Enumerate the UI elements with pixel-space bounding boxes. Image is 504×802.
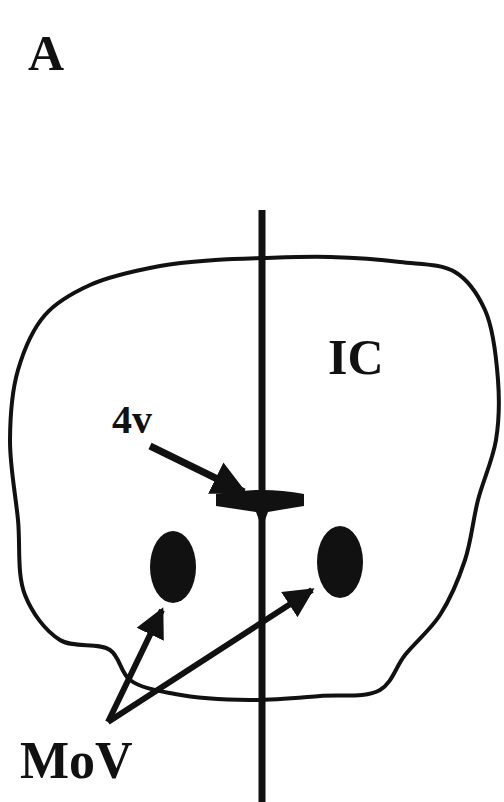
panel-letter: A [28, 28, 64, 78]
structure-label: MoV [20, 735, 133, 787]
leader-arrow [108, 590, 312, 722]
motor-nucleus-right [317, 526, 363, 598]
leader-arrow [150, 446, 244, 492]
structure-label: 4v [112, 400, 152, 440]
motor-nucleus-left [150, 531, 196, 603]
fourth-ventricle [216, 490, 304, 528]
section-outline [10, 257, 499, 700]
structure-label: IC [328, 332, 384, 382]
